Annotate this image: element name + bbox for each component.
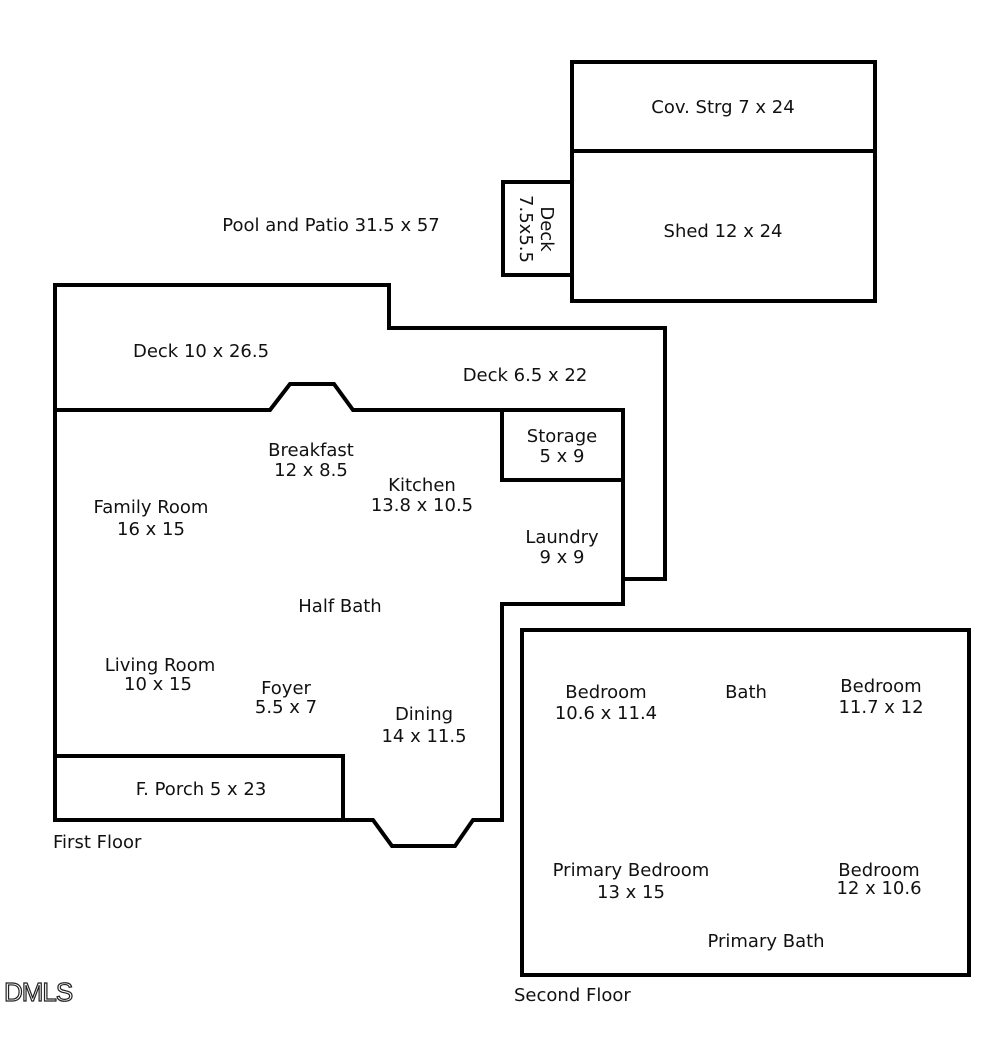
porch-label: F. Porch 5 x 23 bbox=[136, 779, 267, 800]
porch-outline bbox=[55, 754, 345, 820]
laundry-size: 9 x 9 bbox=[540, 547, 585, 568]
dmls-logo: DMLS bbox=[4, 977, 73, 1007]
deck-divider bbox=[55, 382, 625, 604]
living-room-size: 10 x 15 bbox=[124, 674, 192, 695]
small-deck-label-2: 7.5x5.5 bbox=[515, 195, 536, 263]
deck-side-label: Deck 6.5 x 22 bbox=[463, 365, 588, 386]
storage-outline bbox=[500, 410, 623, 482]
bedroom-3-name: Bedroom bbox=[838, 860, 919, 881]
bedroom-1-name: Bedroom bbox=[565, 682, 646, 703]
deck-large-label: Deck 10 x 26.5 bbox=[133, 341, 269, 362]
dining-size: 14 x 11.5 bbox=[381, 726, 466, 747]
foyer-name: Foyer bbox=[261, 678, 311, 699]
second-floor-outline bbox=[520, 628, 971, 977]
shed-label: Shed 12 x 24 bbox=[664, 221, 783, 242]
first-floor-caption: First Floor bbox=[53, 832, 142, 853]
family-room-name: Family Room bbox=[94, 497, 209, 518]
storage-name: Storage bbox=[527, 426, 597, 447]
foyer-size: 5.5 x 7 bbox=[255, 697, 317, 718]
kitchen-name: Kitchen bbox=[388, 475, 456, 496]
bedroom-2-name: Bedroom bbox=[840, 676, 921, 697]
primary-bedroom-size: 13 x 15 bbox=[597, 882, 665, 903]
kitchen-size: 13.8 x 10.5 bbox=[371, 495, 473, 516]
breakfast-size: 12 x 8.5 bbox=[274, 460, 348, 481]
primary-bath-label: Primary Bath bbox=[707, 931, 824, 952]
bedroom-1-size: 10.6 x 11.4 bbox=[555, 703, 657, 724]
cov-strg-label: Cov. Strg 7 x 24 bbox=[651, 97, 794, 118]
storage-size: 5 x 9 bbox=[540, 446, 585, 467]
small-deck-outline bbox=[501, 180, 574, 277]
first-floor-outline bbox=[53, 283, 667, 848]
pool-label: Pool and Patio 31.5 x 57 bbox=[222, 215, 440, 236]
family-room-size: 16 x 15 bbox=[117, 519, 185, 540]
small-deck-label-1: Deck bbox=[536, 206, 557, 252]
half-bath-label: Half Bath bbox=[298, 596, 381, 617]
primary-bedroom-name: Primary Bedroom bbox=[553, 860, 710, 881]
laundry-name: Laundry bbox=[525, 527, 599, 548]
second-floor-caption: Second Floor bbox=[514, 985, 631, 1006]
dining-name: Dining bbox=[395, 704, 453, 725]
living-room-name: Living Room bbox=[105, 655, 216, 676]
breakfast-name: Breakfast bbox=[268, 440, 354, 461]
bedroom-3-size: 12 x 10.6 bbox=[836, 878, 921, 899]
bedroom-2-size: 11.7 x 12 bbox=[838, 697, 923, 718]
bath-label: Bath bbox=[725, 682, 767, 703]
